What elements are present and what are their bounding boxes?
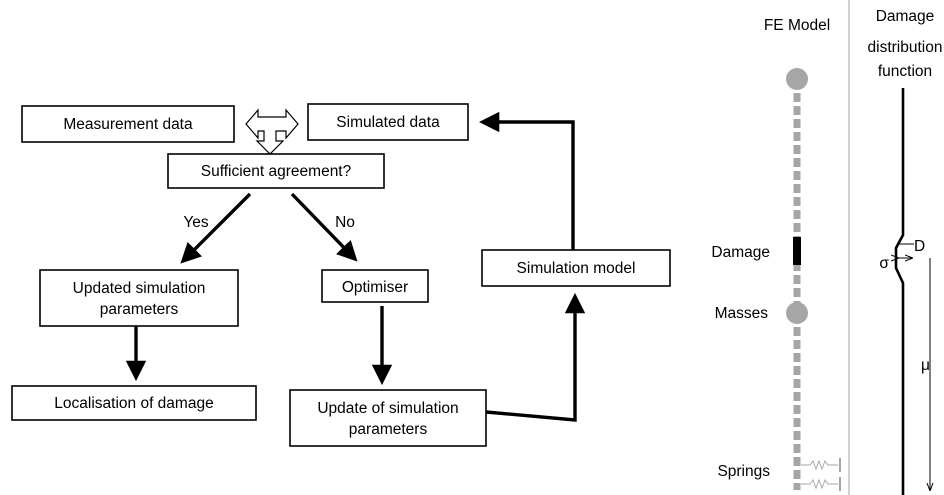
no-arrow: [290, 192, 358, 262]
localisation-of-damage-label: Localisation of damage: [54, 395, 213, 412]
no-label: No: [335, 214, 355, 231]
springs-label: Springs: [717, 463, 770, 480]
updated-simulation-parameters-box: Updated simulation parameters: [39, 269, 239, 327]
damage-label: Damage: [711, 244, 770, 261]
measurement-data-box: Measurement data: [21, 105, 235, 143]
mu-label: μ: [921, 357, 930, 374]
mass-node-top: [786, 68, 808, 90]
update-of-simulation-parameters-box: Update of simulation parameters: [289, 389, 487, 447]
comparison-tee-arrow: [245, 108, 299, 155]
flowchart: Measurement data Simulated data Sufficie…: [11, 103, 671, 447]
simulation-model-box: Simulation model: [481, 249, 671, 287]
ddf-title-line2: distribution: [868, 39, 943, 56]
spring-elements: [801, 458, 841, 491]
update-of-simulation-parameters-line2: parameters: [349, 421, 428, 438]
d-label: D: [914, 238, 925, 255]
sufficient-agreement-label: Sufficient agreement?: [201, 163, 352, 180]
localisation-of-damage-box: Localisation of damage: [11, 385, 257, 421]
simulated-data-box: Simulated data: [307, 103, 469, 141]
updated-simulation-parameters-line2: parameters: [100, 301, 179, 318]
ddf-curve: [894, 88, 905, 495]
masses-label: Masses: [715, 305, 769, 322]
sigma-label: σ: [879, 255, 889, 272]
simulated-data-label: Simulated data: [336, 114, 440, 131]
simulation-model-label: Simulation model: [517, 260, 636, 277]
to-simulation-model-arrow: [485, 292, 586, 422]
sufficient-agreement-box: Sufficient agreement?: [167, 153, 385, 189]
damage-distribution-function: Damage distribution function D σ μ: [868, 8, 943, 495]
damage-element: [793, 237, 801, 265]
optimiser-box: Optimiser: [321, 269, 429, 303]
updated-simulation-parameters-line1: Updated simulation: [73, 280, 206, 297]
ddf-title-line1: Damage: [876, 8, 935, 25]
optimiser-label: Optimiser: [342, 279, 408, 296]
to-simulated-data-arrow: [478, 111, 575, 250]
update-of-simulation-parameters-line1: Update of simulation: [317, 400, 458, 417]
mass-node-middle: [786, 302, 808, 324]
fe-model: FE Model Damage Masses Springs: [711, 17, 841, 491]
fe-model-title: FE Model: [764, 17, 830, 34]
yes-label: Yes: [183, 214, 209, 231]
measurement-data-label: Measurement data: [63, 116, 193, 133]
ddf-title-line3: function: [878, 63, 932, 80]
yes-arrow: [180, 192, 252, 264]
